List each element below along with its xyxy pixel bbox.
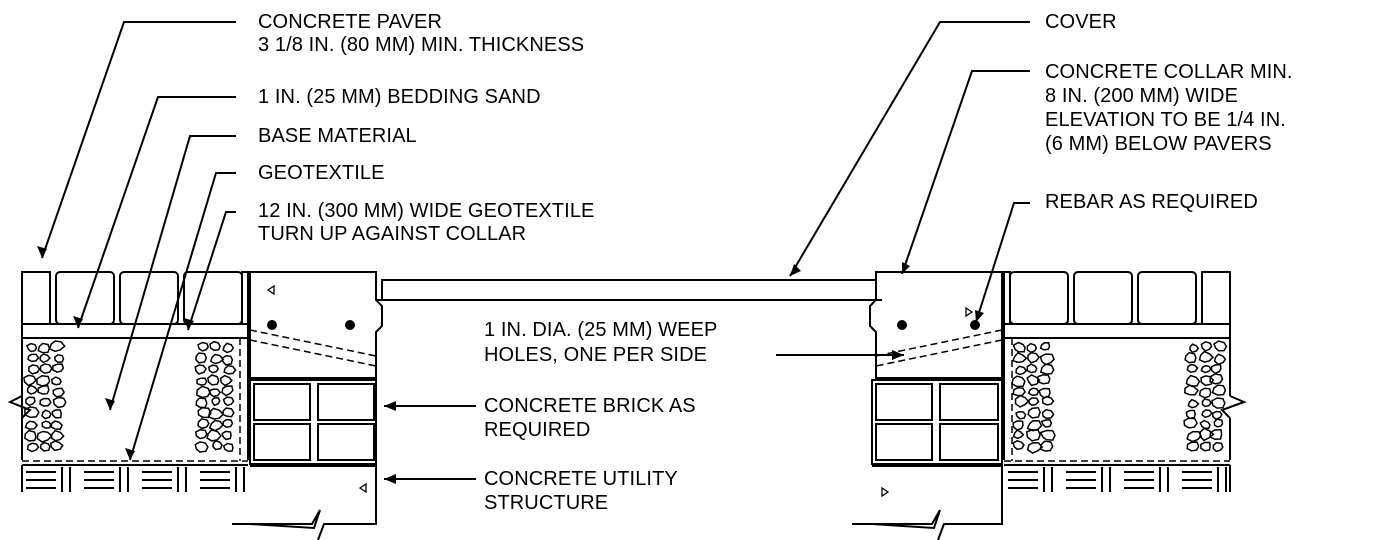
left-concrete-collar [249,271,383,379]
left-concrete-bricks [249,379,377,465]
label-line: REQUIRED [484,419,591,441]
label-line: COVER [1045,11,1117,33]
label-bedding-sand: 1 IN. (25 MM) BEDDING SAND [258,86,541,109]
right-pavers [1003,271,1231,325]
label-line: BASE MATERIAL [258,125,417,147]
label-rebar: REBAR AS REQUIRED [1045,191,1258,214]
leader-bedding [77,96,236,329]
label-geotextile: GEOTEXTILE [258,162,385,185]
leader-paver [41,21,236,259]
label-line: 3 1/8 IN. (80 MM) MIN. THICKNESS [258,34,585,56]
label-line: TURN UP AGAINST COLLAR [258,223,527,245]
leader-base [109,135,236,411]
left-geotextile [22,338,248,462]
right-concrete-collar [869,271,1003,379]
leader-geotextile [129,172,236,461]
right-geotextile [1004,338,1230,462]
right-subgrade [1004,464,1231,492]
left-base-material [21,338,249,460]
label-line: CONCRETE COLLAR MIN. [1045,61,1293,83]
right-concrete-bricks [871,379,1003,465]
leader-lines [41,21,1030,480]
label-line: 12 IN. (300 MM) WIDE GEOTEXTILE [258,200,595,222]
cover-plate [381,279,877,301]
label-line: (6 MM) BELOW PAVERS [1045,133,1272,155]
left-break-mark [7,395,32,419]
leader-rebar [975,202,1030,323]
label-concrete-brick: CONCRETE BRICK AS REQUIRED [484,394,696,442]
label-concrete-paver: CONCRETE PAVER 3 1/8 IN. (80 MM) MIN. TH… [258,11,584,57]
left-pavers [21,271,249,325]
label-line: 8 IN. (200 MM) WIDE [1045,85,1239,107]
right-base-material [1003,338,1231,460]
right-break-mark [1220,395,1247,419]
label-geotextile-wide: 12 IN. (300 MM) WIDE GEOTEXTILE TURN UP … [258,200,595,246]
right-utility-structure [852,465,1003,540]
label-weep-holes: 1 IN. DIA. (25 MM) WEEP HOLES, ONE PER S… [484,318,717,368]
label-line: HOLES, ONE PER SIDE [484,344,708,366]
leader-collar [901,70,1030,275]
label-line: STRUCTURE [484,492,609,514]
label-line: CONCRETE BRICK AS [484,395,696,417]
label-utility-structure: CONCRETE UTILITY STRUCTURE [484,467,678,515]
leader-arrowheads [37,246,984,484]
left-subgrade [21,464,248,492]
label-line: GEOTEXTILE [258,162,385,184]
label-cover: COVER [1045,11,1117,34]
label-line: 1 IN. (25 MM) BEDDING SAND [258,86,541,108]
label-concrete-collar: CONCRETE COLLAR MIN. 8 IN. (200 MM) WIDE… [1045,60,1293,156]
label-line: CONCRETE PAVER [258,11,443,33]
leader-cover [789,21,1030,277]
right-bedding-sand [1003,323,1231,339]
label-line: ELEVATION TO BE 1/4 IN. [1045,109,1286,131]
leader-geotextile-wide [187,211,236,331]
label-line: CONCRETE UTILITY [484,468,678,490]
left-utility-structure [232,465,377,540]
label-line: REBAR AS REQUIRED [1045,191,1258,213]
label-base-material: BASE MATERIAL [258,125,417,148]
label-line: 1 IN. DIA. (25 MM) WEEP [484,319,718,341]
